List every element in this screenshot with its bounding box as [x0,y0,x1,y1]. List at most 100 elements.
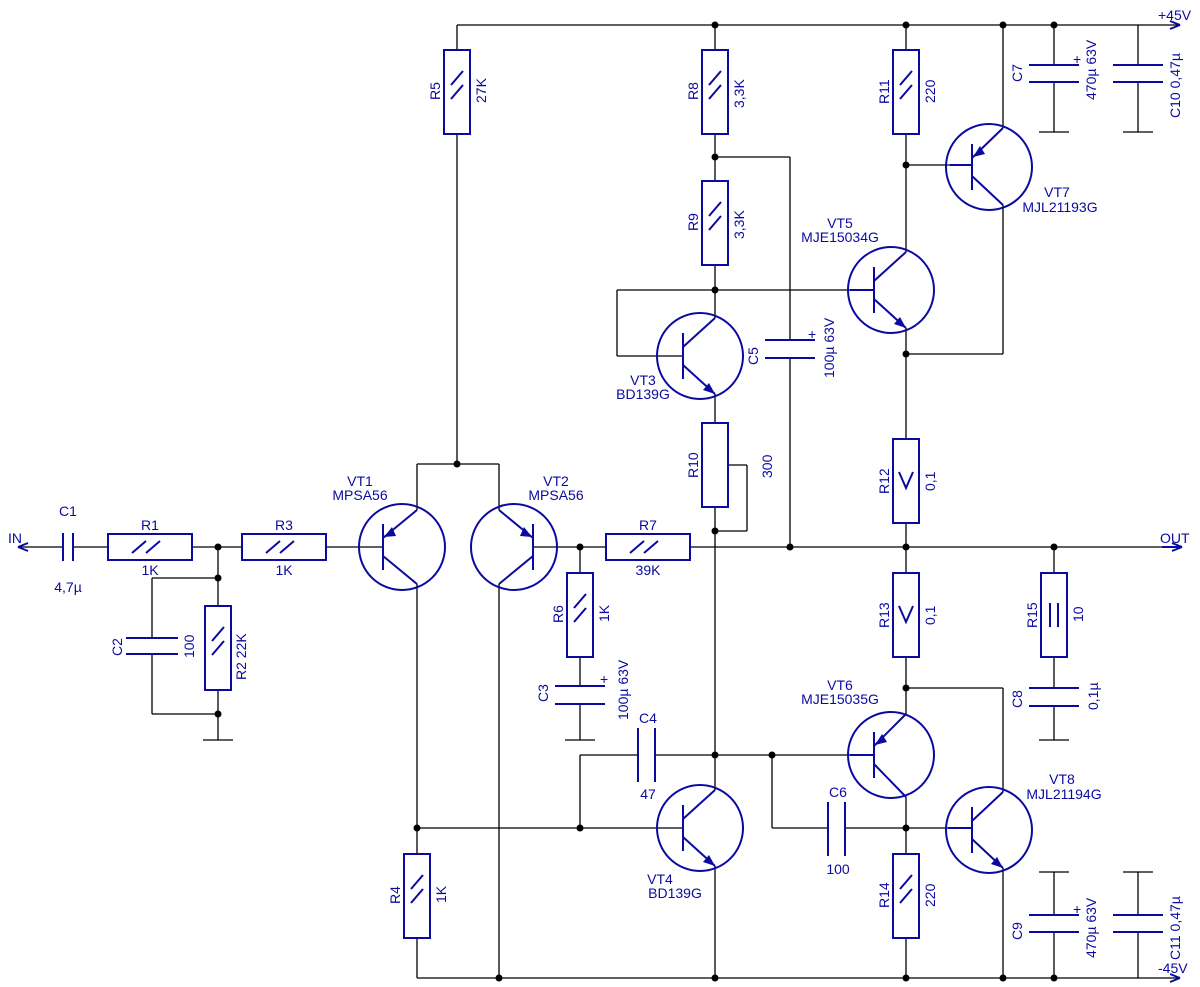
vt1-ref: VT1 [347,473,373,489]
junction-dot [999,21,1007,29]
capacitor-plates [637,728,656,782]
junction-dot [711,286,719,294]
vt8-ref: VT8 [1049,771,1075,787]
emitter-arrow [973,146,985,157]
r1-value: 1K [141,562,159,578]
capacitor-plates [1113,64,1163,83]
resistor-r3: R3 1K [241,517,327,578]
c8-value: 0,1µ [1085,682,1101,710]
junction-dot [768,751,776,759]
capacitor-c4: C4 47 [637,710,657,802]
r5-ref: R5 [427,82,443,100]
r4-ref: R4 [387,886,403,904]
c1-ref: C1 [59,503,77,519]
r11-ref: R11 [876,79,892,104]
junction-dot [902,824,910,832]
r13-value: 0,1 [922,605,938,625]
junction-dot [902,684,910,692]
resistor-marking [131,540,161,554]
capacitor-c7: + C7 470µ 63V [1009,39,1099,100]
vt3-ref: VT3 [630,372,656,388]
r14-ref: R14 [876,882,892,908]
resistor-r11: R11 220 [876,49,938,135]
resistor-r14: R14 220 [876,853,938,939]
c7-value: 470µ 63V [1083,39,1099,100]
c11-label: C11 0,47µ [1167,896,1183,960]
emitter-arrow [894,317,906,328]
c3-ref: C3 [535,684,551,702]
junction-dot [711,527,719,535]
resistor-r9: R9 3,3K [685,180,747,266]
junction-dot [711,974,719,982]
r5-value: 27K [473,77,489,103]
transistor-collector [682,317,716,348]
resistor-marking [899,70,913,100]
r8-value: 3,3K [731,79,747,108]
transistor-body [470,503,558,591]
junction-dot [902,543,910,551]
r15-value: 10 [1070,606,1086,622]
transistor-collector [382,555,418,585]
junction-dot [214,710,222,718]
resistor-r4: R4 1K [387,853,449,939]
capacitor-c1: C1 4,7µ [54,503,82,595]
capacitor-plates [1029,687,1079,707]
resistor-body [241,533,327,561]
transistor-vt5: VT5 MJE15034G [801,215,935,334]
wires [18,24,1180,979]
junction-dot [999,974,1007,982]
transistor-body [945,123,1033,211]
capacitor-c9: + C9 470µ 63V [1009,897,1099,958]
emitter-arrow [520,527,532,537]
junction-dot [711,751,719,759]
pos-rail-arrow [1169,20,1181,30]
vt2-ref: VT2 [543,473,569,489]
input-label: IN [8,530,22,546]
junction-dot [495,974,503,982]
vt8-part: MJL21194G [1026,786,1101,802]
emitter-arrow [384,527,396,537]
c5-plus: + [808,326,816,342]
capacitor-c6: C6 100 [826,784,850,877]
junction-dot [214,574,222,582]
capacitor-c11: C11 0,47µ [1113,896,1183,960]
transistor-body [847,246,935,334]
resistor-r8: R8 3,3K [685,49,747,135]
capacitor-c2: C2 100 [109,634,197,658]
transistor-vt2: VT2 MPSA56 [470,473,584,591]
r14-value: 220 [922,883,938,907]
resistor-body [892,572,920,658]
junction-dot [1050,974,1058,982]
c9-ref: C9 [1009,922,1025,940]
vt4-ref: VT4 [647,871,673,887]
junction-dot [1050,543,1058,551]
c8-ref: C8 [1009,690,1025,708]
junction-dot [214,543,222,551]
c7-plus: + [1073,51,1081,67]
r6-ref: R6 [550,605,566,623]
resistor-body [892,853,920,939]
capacitor-c5: + C5 100µ 63V [745,317,837,378]
transistor-vt7: VT7 MJL21193G [945,123,1098,215]
c1-value: 4,7µ [54,579,82,595]
c7-ref: C7 [1009,64,1025,82]
resistor-body [701,180,729,266]
junction-dot [902,974,910,982]
junction-dot [902,350,910,358]
r12-ref: R12 [876,468,892,494]
r8-ref: R8 [685,82,701,100]
vt3-part: BD139G [616,386,670,402]
junction-dot [576,824,584,832]
input-port-arrow [17,542,29,552]
c3-plus: + [600,671,608,687]
pos-supply-label: +45V [1158,7,1192,23]
vt5-part: MJE15034G [801,229,879,245]
c6-value: 100 [826,861,850,877]
c4-ref: C4 [639,710,657,726]
c4-value: 47 [640,786,656,802]
resistor-marking [211,626,225,656]
resistor-body [204,605,232,691]
transistor-vt3: VT3 BD139G [616,312,744,402]
vt6-part: MJE15035G [801,691,879,707]
junction-dot [576,543,584,551]
